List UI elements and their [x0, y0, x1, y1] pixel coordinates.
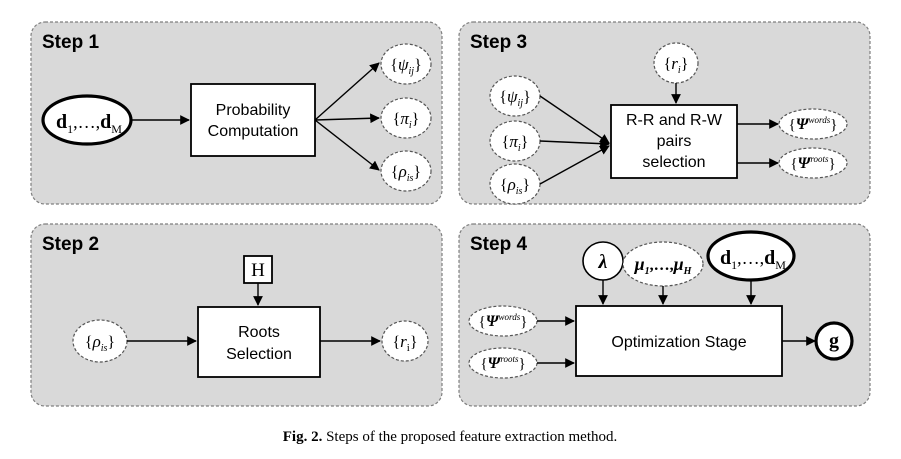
step3-arrow-pi: [539, 138, 610, 149]
step1-arrow-pi: [314, 113, 380, 124]
step4-mu-node: [622, 241, 704, 287]
step4-panel: Step 4 λ μ1,…,μH d1,…,dM {Ψwords} {Ψroot…: [458, 223, 871, 407]
step3-arrow-rho: [539, 145, 610, 185]
step3-panel: Step 3 {ri} {ψij} {πi} {ρis} R-R and R-W…: [458, 21, 871, 205]
step1-arrow-rho: [314, 119, 380, 171]
step2-output-r: [381, 320, 429, 362]
step3-output-psi-words-text: {Ψwords}: [789, 115, 838, 133]
step2-output-r-text: {ri}: [392, 332, 417, 354]
step1-input-text: d1,…,dM: [56, 111, 122, 136]
step3-box-line3: selection: [642, 154, 705, 171]
step3-box-line1: R-R and R-W: [626, 112, 723, 129]
step1-output-pi: [380, 97, 432, 139]
step1-output-psi: [380, 43, 432, 85]
optimization-stage-box: [575, 305, 783, 377]
step2-box-line1: Roots: [238, 324, 280, 341]
roots-selection-box: [197, 306, 321, 378]
step1-label: Step 1: [42, 32, 99, 53]
step3-input-rho-text: {ρis}: [500, 175, 530, 197]
step1-output-psi-text: {ψij}: [390, 55, 422, 77]
step4-input-psi-words-text: {Ψwords}: [479, 312, 528, 330]
step1-panel: Step 1 d1,…,dM Probability Computation {…: [30, 21, 443, 205]
probability-computation-box: [190, 83, 316, 157]
step3-output-psi-roots: [778, 147, 848, 179]
step1-output-rho: [380, 150, 432, 192]
step4-box-label: Optimization Stage: [611, 334, 746, 351]
step4-output-g: [814, 321, 854, 361]
step4-output-g-text: g: [829, 330, 839, 352]
step4-label: Step 4: [470, 234, 527, 255]
step4-input-psi-roots-text: {Ψroots}: [480, 354, 525, 372]
figure-caption: Fig. 2. Steps of the proposed feature ex…: [283, 429, 618, 445]
step3-box-line2: pairs: [657, 133, 692, 150]
step3-arrow-psi: [539, 95, 610, 144]
step2-h-label: H: [251, 260, 265, 281]
step1-output-rho-text: {ρis}: [391, 162, 421, 184]
step3-input-r-text: {ri}: [664, 54, 689, 76]
step4-mu-text: μ1,…,μH: [634, 254, 693, 277]
rr-rw-pairs-selection-box: [610, 104, 738, 179]
step1-box-line1: Probability: [216, 102, 291, 119]
step3-output-psi-words: [778, 108, 848, 140]
step2-label: Step 2: [42, 234, 99, 255]
step1-box-line2: Computation: [208, 123, 299, 140]
step3-input-pi-text: {πi}: [502, 132, 529, 154]
step2-box-line2: Selection: [226, 346, 292, 363]
step3-output-psi-roots-text: {Ψroots}: [790, 154, 835, 172]
step3-input-psi-text: {ψij}: [499, 87, 531, 109]
step2-h-box: [243, 255, 273, 284]
step1-output-pi-text: {πi}: [393, 109, 420, 131]
step4-lambda-text: λ: [598, 251, 608, 273]
step2-input-rho-text: {ρis}: [85, 332, 115, 354]
step3-label: Step 3: [470, 32, 527, 53]
step4-d-text: d1,…,dM: [720, 247, 786, 272]
step2-panel: Step 2 {ρis} H Roots Selection {ri}: [30, 223, 443, 407]
step1-arrow-psi: [314, 62, 380, 121]
